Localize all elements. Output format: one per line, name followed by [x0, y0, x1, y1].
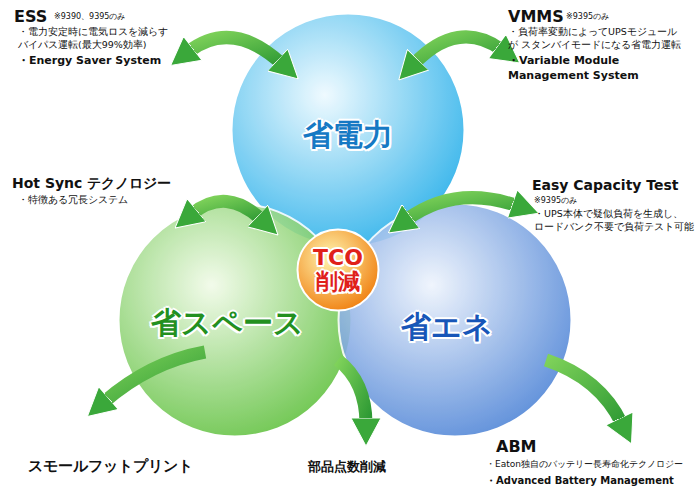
- energy-circle: 省エネ: [337, 202, 573, 438]
- feature-description: ・電力安定時に電気ロスを減らす バイパス運転(最大99%効率): [18, 26, 176, 52]
- feature-description: ・UPS本体で疑似負荷を生成し、 ロードバンク不要で負荷テスト可能: [534, 208, 694, 234]
- feature-name: ・Variable Module Management System: [508, 54, 658, 84]
- circle-label: TCO 削減: [308, 246, 368, 294]
- circle-outline: [298, 230, 379, 311]
- model-note: ※9395のみ: [534, 196, 577, 207]
- feature-heading: ESS: [14, 6, 47, 28]
- circle-label: 省スペース: [151, 306, 304, 339]
- feature-description: ・負荷率変動によってUPSモジュールが スタンバイモードになる省電力運転: [508, 26, 683, 52]
- model-note: ※9395のみ: [566, 12, 609, 23]
- circle-outline: [339, 204, 572, 437]
- feature-description: ・特徴ある冗長システム: [18, 194, 128, 207]
- feature-name: ・Energy Saver System: [18, 54, 161, 69]
- feature-heading: Hot Sync テクノロジー: [12, 174, 171, 193]
- tco-circle: TCO 削減: [296, 228, 380, 312]
- feature-heading: VMMS: [508, 6, 564, 28]
- feature-heading: ABM: [496, 436, 537, 458]
- circle-label: 省電力: [303, 118, 393, 151]
- feature-heading: Easy Capacity Test: [532, 176, 679, 195]
- feature-heading: スモールフットプリント: [28, 456, 193, 476]
- circle-label: 省エネ: [401, 310, 493, 343]
- feature-heading: 部品点数削減: [308, 458, 386, 476]
- model-note: ※9390、9395のみ: [54, 12, 125, 23]
- feature-name: ・Advanced Battery Management: [486, 474, 674, 488]
- feature-description: ・Eaton独自のバッテリー長寿命化テクノロジー: [486, 458, 683, 470]
